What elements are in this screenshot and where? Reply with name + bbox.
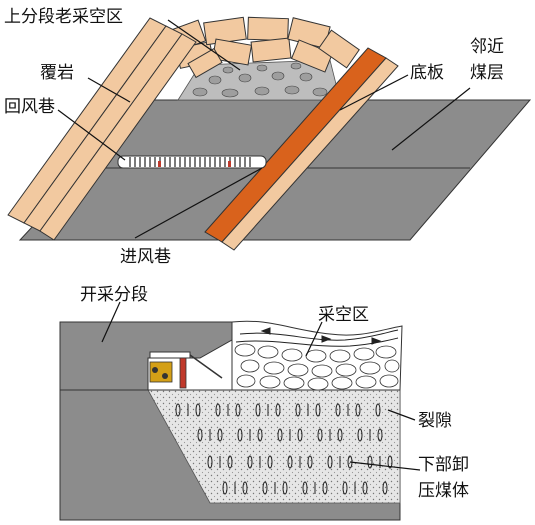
bottom-diagram: 开采分段 采空区 裂隙 下部卸 压煤体 (59, 285, 469, 521)
fracture-marks (175, 403, 393, 495)
label-return-airway: 回风巷 (4, 97, 55, 117)
leader-fractures (387, 409, 416, 421)
gas-flow-arrows (187, 404, 381, 494)
leader-relief (349, 461, 421, 471)
label-adjacent-seam-1: 邻近 (470, 37, 504, 57)
leader-intake-airway (134, 167, 263, 239)
goaf-rubble-bottom (234, 343, 400, 391)
goaf-flow-lines (235, 327, 399, 347)
leader-adjacent-seam (391, 87, 471, 151)
roof-strata (7, 17, 197, 241)
leader-goaf (305, 321, 323, 357)
label-relief-1: 下部卸 (418, 455, 469, 475)
working-face-equipment (147, 339, 233, 391)
roadway-supports (117, 155, 267, 169)
label-goaf: 采空区 (318, 305, 369, 325)
label-mining-section: 开采分段 (80, 285, 148, 305)
leader-return-airway (57, 109, 126, 161)
leader-mining-section (101, 301, 121, 343)
goaf-rubble (177, 59, 341, 101)
floor-strata (204, 47, 399, 251)
label-adjacent-seam-2: 煤层 (470, 63, 504, 83)
leader-roof (87, 77, 131, 103)
label-intake-airway: 进风巷 (120, 247, 171, 267)
label-floor: 底板 (410, 63, 444, 83)
leader-floor (339, 74, 409, 111)
label-roof: 覆岩 (40, 63, 74, 83)
leader-upper-goaf (167, 19, 241, 71)
top-diagram: 上分段老采空区 覆岩 回风巷 底板 邻近 煤层 进风巷 (4, 7, 532, 267)
label-fractures: 裂隙 (418, 411, 452, 431)
label-upper-goaf: 上分段老采空区 (4, 7, 123, 27)
label-relief-2: 压煤体 (418, 481, 469, 501)
caved-roof-blocks (161, 16, 360, 79)
